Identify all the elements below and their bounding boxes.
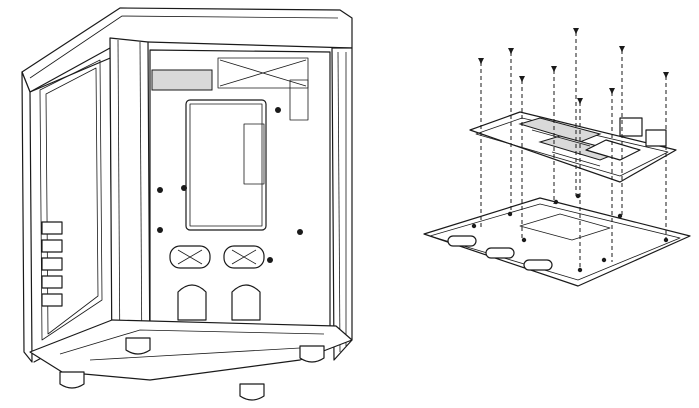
chassis-rear-pillar — [331, 47, 353, 361]
screw-4 — [551, 66, 557, 74]
motherboard-installation — [423, 28, 691, 287]
screw-5 — [573, 28, 579, 36]
cpu-cutout — [185, 99, 267, 231]
chassis-top-cover — [21, 7, 353, 93]
screw-9 — [663, 72, 669, 80]
screw-7 — [609, 88, 615, 96]
chassis-left-side — [21, 71, 33, 363]
drive-bays — [41, 221, 63, 307]
screw-3 — [519, 76, 525, 84]
chassis-feet — [59, 337, 325, 401]
screw-1 — [478, 58, 484, 66]
screw-8 — [619, 46, 625, 54]
screws — [478, 28, 669, 270]
screw-6 — [577, 98, 583, 106]
pc-chassis — [21, 7, 353, 401]
screw-2 — [508, 48, 514, 56]
